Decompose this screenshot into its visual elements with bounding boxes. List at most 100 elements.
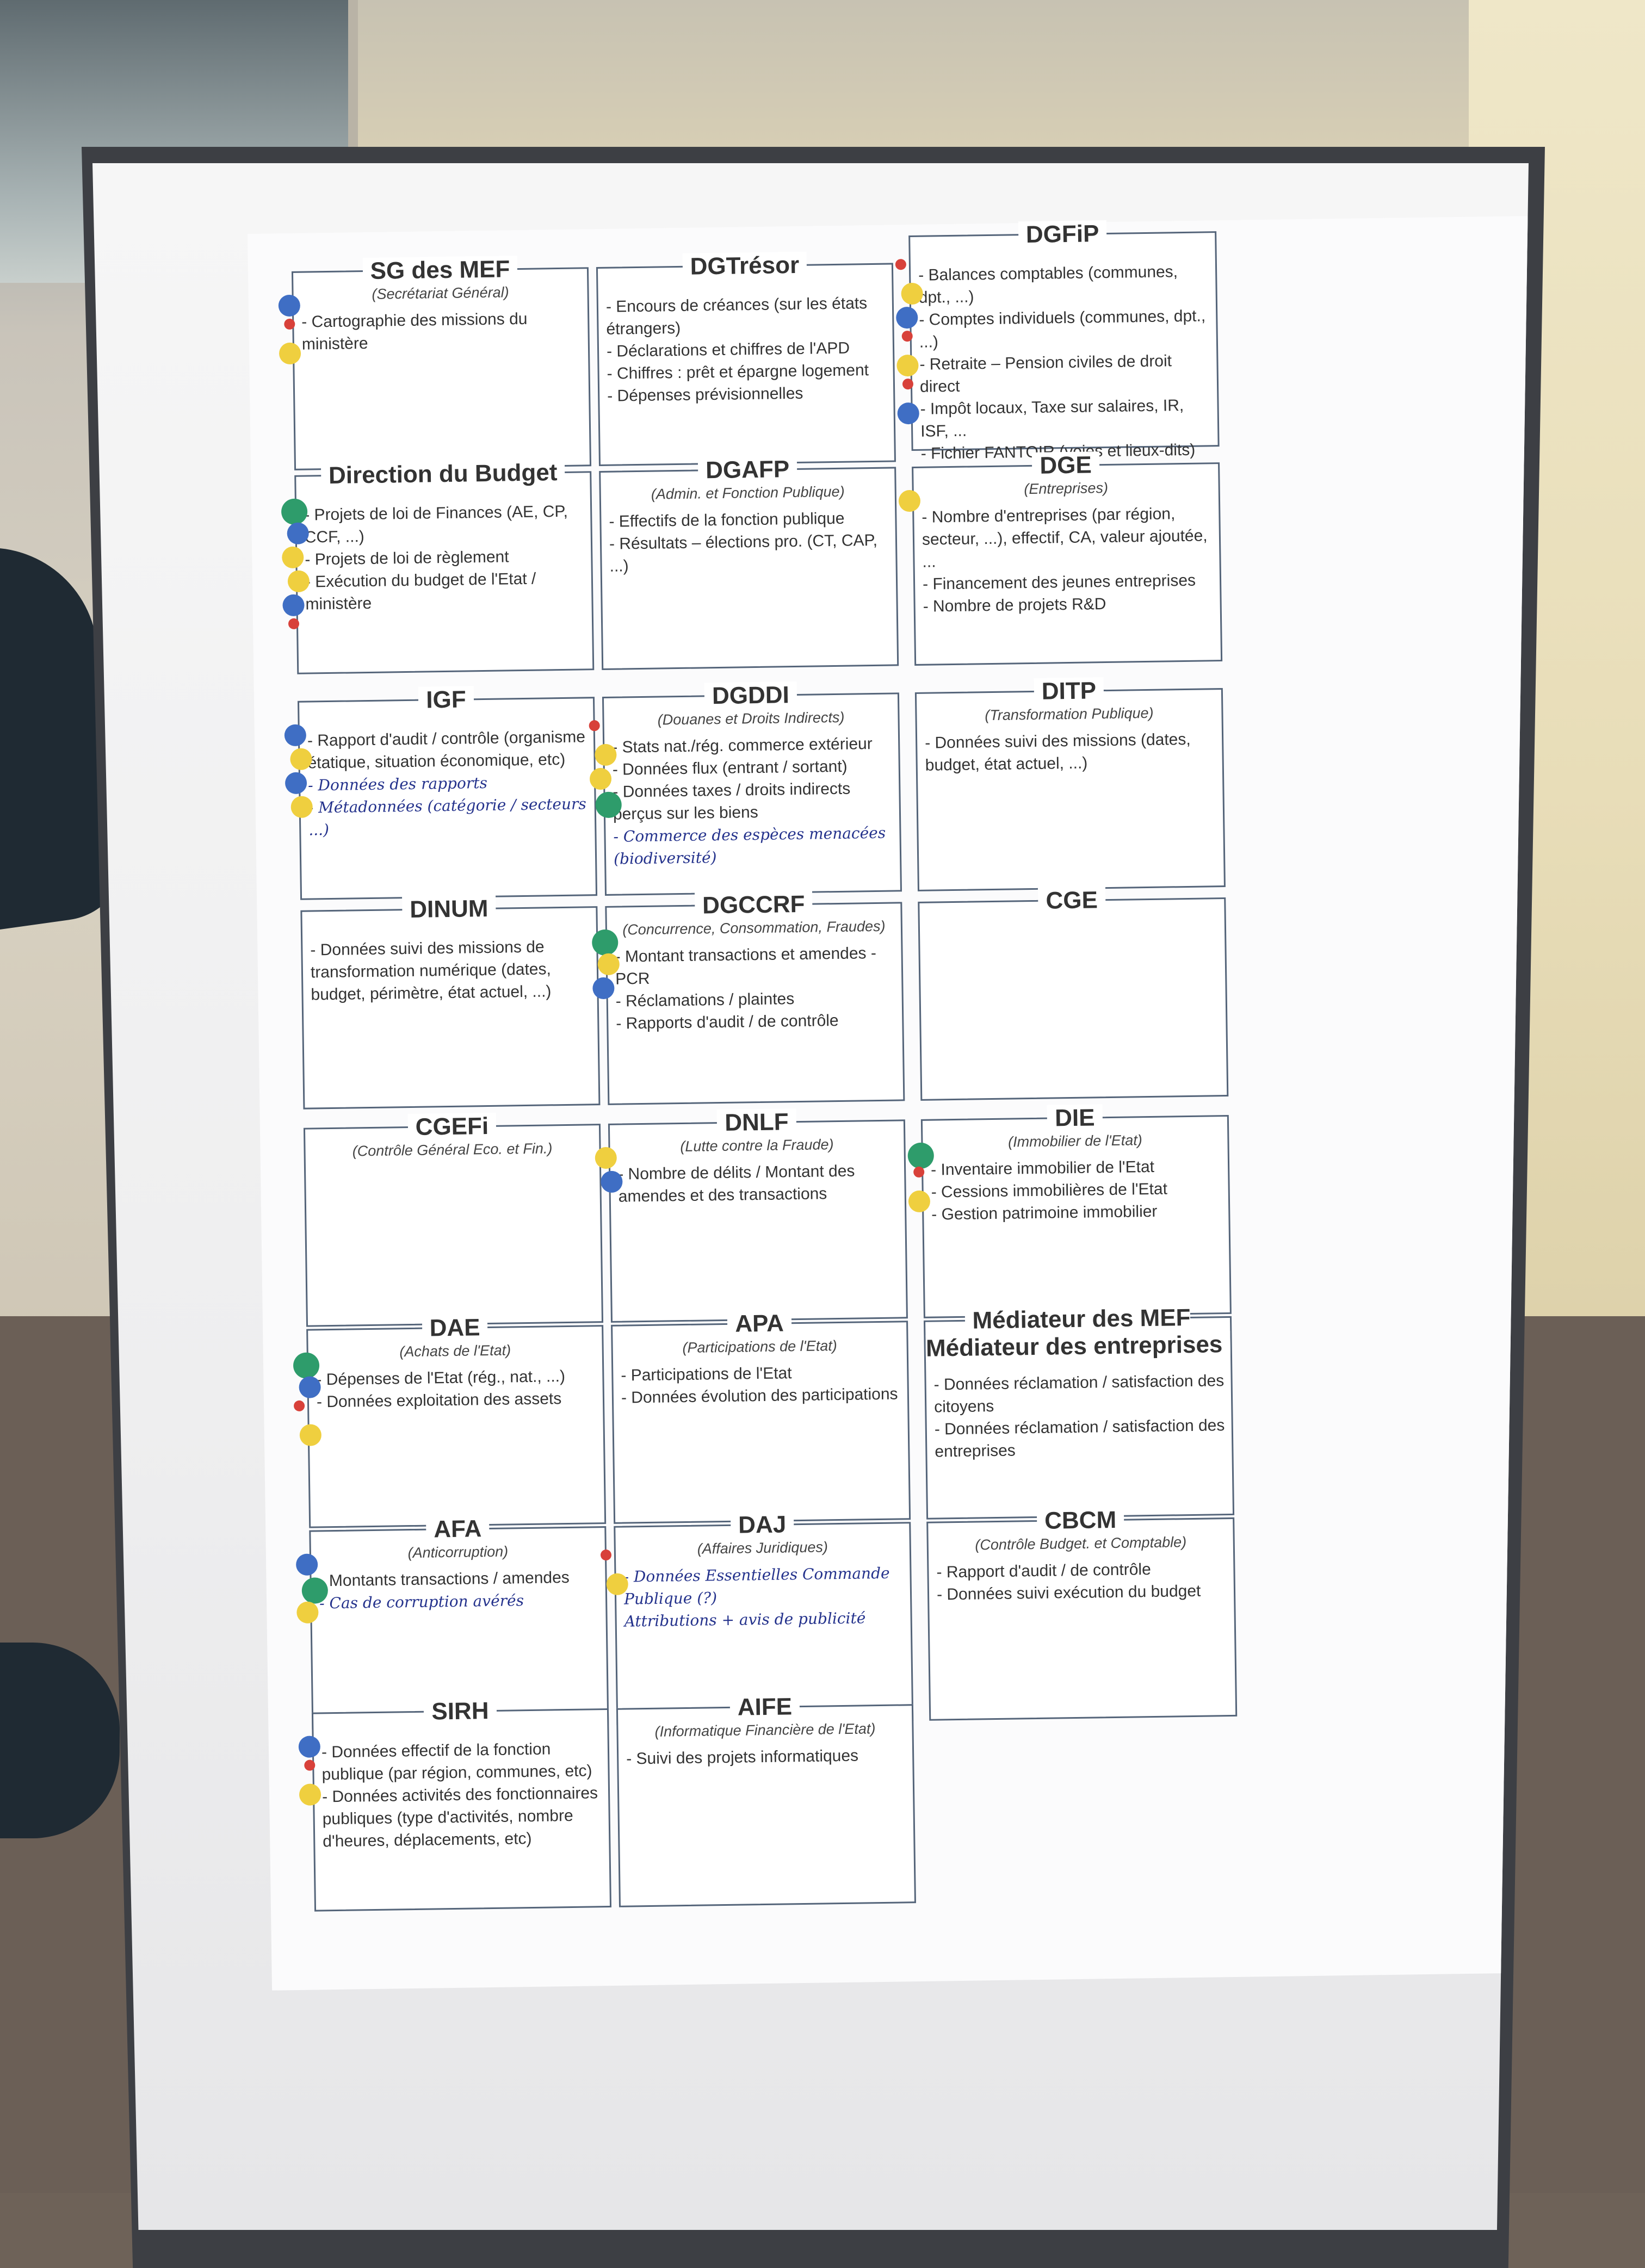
card-title-text: DITP: [1034, 677, 1104, 705]
red-sticker-dot: [293, 1400, 305, 1412]
card-cbcm: CBCM(Contrôle Budget. et Comptable)- Rap…: [926, 1506, 1238, 1721]
card-line: - Gestion patrimoine immobilier: [931, 1202, 1158, 1224]
card-subtitle: (Admin. et Fonction Publique): [651, 483, 845, 503]
card-dgtresor: DGTrésor - Encours de créances (sur les é…: [596, 251, 896, 467]
card-title: DINUM: [302, 894, 596, 925]
red-sticker-dot: [895, 259, 907, 270]
card-title: AIFE: [618, 1691, 912, 1723]
card-line: - Exécution du budget de l'Etat / minist…: [305, 569, 536, 614]
card-title-text: IGF: [418, 686, 474, 714]
card-subtitle: (Transformation Publique): [985, 704, 1154, 724]
handwritten-note: - Données des rapports: [307, 773, 488, 795]
card-line: - Comptes individuels (communes, dpt., .…: [919, 307, 1206, 351]
card-content: - Participations de l'Etat- Données évol…: [621, 1360, 902, 1409]
blue-sticker-dot: [278, 294, 301, 317]
card-title-text: SG des MEF: [362, 256, 518, 285]
card-line: - Rapports d'audit / de contrôle: [616, 1011, 839, 1033]
card-title-text: DGFiP: [1018, 220, 1107, 249]
red-sticker-dot: [284, 318, 295, 330]
green-sticker-dot: [293, 1352, 320, 1379]
card-title-text: DNLF: [716, 1108, 796, 1137]
card-title-text: AIFE: [729, 1693, 800, 1721]
card-title-text: DINUM: [401, 895, 496, 924]
card-title: APA: [613, 1308, 907, 1340]
card-subtitle: (Secrétariat Général): [372, 284, 509, 302]
green-sticker-dot: [281, 498, 308, 525]
card-subtitle: (Affaires Juridiques): [697, 1539, 828, 1557]
card-title-text: CGE: [1038, 887, 1106, 914]
card-subtitle: (Achats de l'Etat): [399, 1342, 511, 1360]
card-title-text: DGAFP: [697, 455, 797, 484]
blue-sticker-dot: [895, 306, 918, 329]
card-title: CGE: [919, 885, 1225, 916]
yellow-sticker-dot: [282, 546, 304, 569]
card-subtitle: (Entreprises): [1024, 479, 1109, 498]
card-content: - Projets de loi de Finances (AE, CP, CC…: [304, 500, 586, 615]
card-content: [927, 926, 1219, 930]
card-subtitle: (Lutte contre la Fraude): [680, 1136, 834, 1155]
card-line: - Déclarations et chiffres de l'APD: [606, 339, 850, 361]
card-igf: IGF- Rapport d'audit / contrôle (organis…: [284, 686, 598, 900]
card-subtitle: (Douanes et Droits Indirects): [657, 709, 845, 728]
card-title-text: DGTrésor: [682, 251, 807, 280]
card-sirh: SIRH - Données effectif de la fonction pu…: [298, 1697, 612, 1912]
card-content: - Données réclamation / satisfaction des…: [933, 1370, 1226, 1463]
card-title: DGE: [913, 450, 1219, 481]
red-sticker-dot: [901, 330, 913, 342]
card-dgafp: DGAFP(Admin. et Fonction Publique)- Effe…: [599, 455, 899, 670]
handwritten-note: - Commerce des espèces menacées (biodive…: [613, 823, 886, 868]
handwritten-note: - Données Essentielles Commande Publique…: [623, 1564, 890, 1608]
card-content: - Données suivi des missions de transfor…: [310, 935, 592, 1006]
card-content: - Données suivi des missions (dates, bud…: [925, 728, 1217, 776]
card-dgccrf: DGCCRF(Concurrence, Consommation, Fraude…: [591, 890, 905, 1105]
whiteboard: SG des MEF(Secrétariat Général) - Cartogr…: [92, 163, 1529, 2230]
green-sticker-dot: [591, 929, 619, 956]
red-sticker-dot: [304, 1759, 316, 1771]
card-content: - Inventaire immobilier de l'Etat- Cessi…: [931, 1155, 1223, 1225]
card-title: IGF: [299, 684, 593, 716]
card-title: DNLF: [610, 1107, 904, 1138]
card-subtitle: (Anticorruption): [407, 1543, 509, 1561]
handwritten-note: Attributions + avis de publicité: [624, 1609, 866, 1631]
card-title-text: AFA: [425, 1515, 490, 1543]
card-line: - Balances comptables (communes, dpt., .…: [918, 263, 1178, 307]
card-title: DGDDI: [604, 680, 898, 711]
card-line: - Données suivi des missions de transfor…: [310, 938, 552, 1004]
yellow-sticker-dot: [589, 767, 612, 790]
card-line: - Encours de créances (sur les états étr…: [605, 294, 868, 338]
card-content: - Suivi des projets informatiques: [626, 1744, 907, 1770]
card-line: - Nombre de délits / Montant des amendes…: [617, 1162, 855, 1206]
card-line: - Réclamations / plaintes: [615, 990, 795, 1011]
card-line: - Impôt locaux, Taxe sur salaires, IR, I…: [920, 396, 1184, 441]
card-title: SG des MEF: [293, 255, 588, 286]
card-direction-du-budget: Direction du Budget - Projets de loi de F…: [281, 458, 595, 674]
card-line: - Données activités des fonctionnaires p…: [321, 1784, 598, 1851]
card-content: - Cartographie des missions du ministère: [301, 307, 583, 355]
person-arm-lower: [0, 1643, 120, 1838]
card-title-text: DGCCRF: [694, 890, 813, 919]
card-line: - Données réclamation / satisfaction des…: [934, 1416, 1225, 1461]
card-title: DGTrésor: [598, 250, 892, 282]
card-title-text: SIRH: [424, 1697, 497, 1725]
card-title: DGAFP: [601, 454, 895, 486]
card-line: - Montants transactions / amendes: [319, 1568, 570, 1590]
card-dgddi: DGDDI(Douanes et Droits Indirects)- Stat…: [589, 681, 902, 896]
yellow-sticker-dot: [296, 1601, 319, 1623]
card-title: DIE: [923, 1102, 1228, 1134]
blue-sticker-dot: [897, 402, 920, 425]
card-title-text: Direction du Budget: [320, 458, 565, 489]
green-sticker-dot: [907, 1142, 935, 1169]
card-title: Médiateur des MEF Médiateur des entrepri…: [925, 1304, 1230, 1362]
card-apa: APA(Participations de l'Etat)- Participa…: [611, 1310, 911, 1524]
card-title: DAE: [308, 1312, 602, 1344]
card-content: - Dépenses de l'Etat (rég., nat., ...)- …: [316, 1365, 597, 1413]
card-line: - Données effectif de la fonction publiq…: [321, 1740, 592, 1784]
card-line: - Dépenses prévisionnelles: [607, 384, 803, 405]
card-die: DIE(Immobilier de l'Etat)- Inventaire im…: [907, 1104, 1232, 1318]
card-line: - Données exploitation des assets: [316, 1390, 562, 1411]
card-line: - Nombre de projets R&D: [923, 595, 1106, 616]
card-content: - Données effectif de la fonction publiq…: [321, 1737, 604, 1852]
card-content: - Encours de créances (sur les états étr…: [606, 292, 888, 407]
card-content: - Montants transactions / amendes- Cas d…: [319, 1566, 600, 1614]
card-line: - Données suivi des missions (dates, bud…: [924, 730, 1191, 774]
